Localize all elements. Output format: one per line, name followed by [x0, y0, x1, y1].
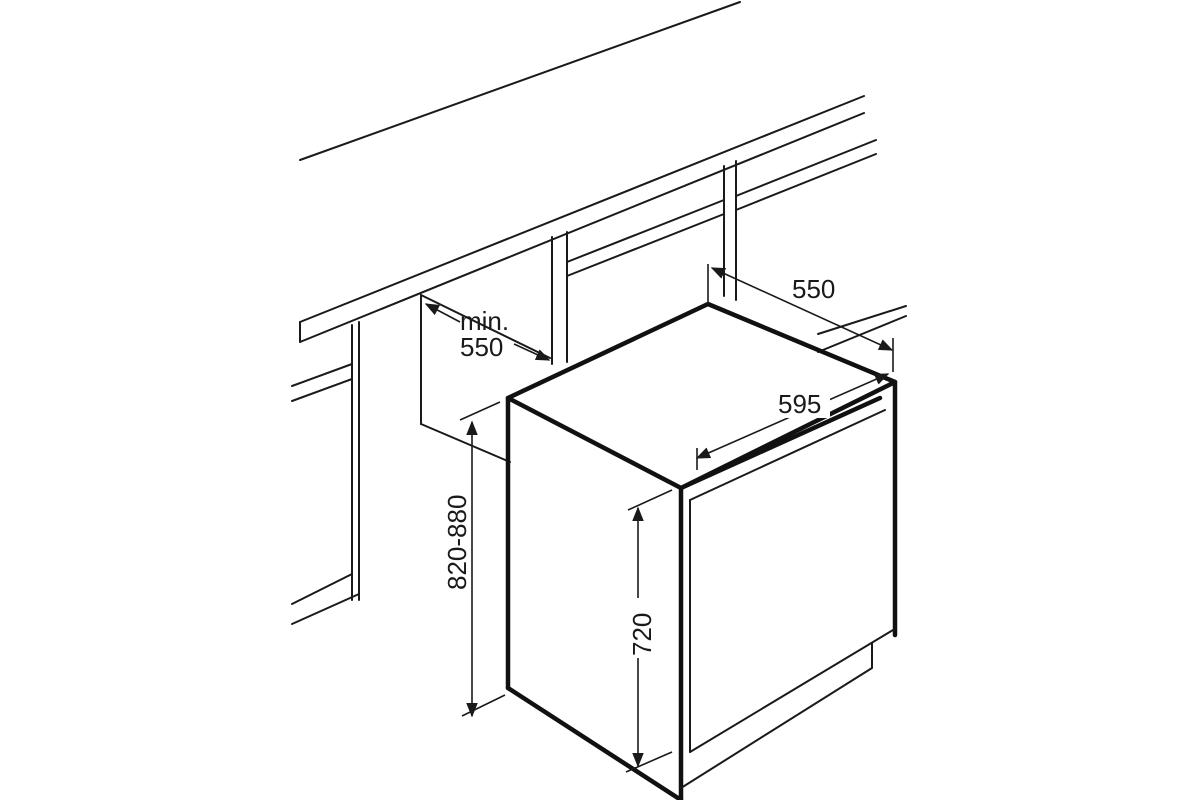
- appliance-height-label: 720: [627, 613, 657, 656]
- height-range-label: 820-880: [442, 495, 472, 590]
- width-label: 595: [778, 389, 821, 419]
- dimension-appliance-height: 720: [622, 489, 673, 773]
- left-cabinet: [291, 321, 360, 625]
- dimension-depth: 550: [707, 264, 894, 372]
- dimension-width: 595: [695, 373, 890, 470]
- dimension-height-range: 820-880: [442, 401, 506, 718]
- dishwasher: [505, 301, 898, 800]
- depth-label: 550: [792, 274, 835, 304]
- wall-line: [299, 1, 741, 161]
- worktop: [299, 95, 865, 343]
- dimension-cutout-depth: min. 550: [424, 303, 551, 362]
- right-cabinets: [551, 139, 907, 365]
- cutout-depth-min-label: min.: [460, 306, 509, 336]
- niche-outline: [420, 294, 551, 463]
- cutout-depth-value-label: 550: [460, 332, 503, 362]
